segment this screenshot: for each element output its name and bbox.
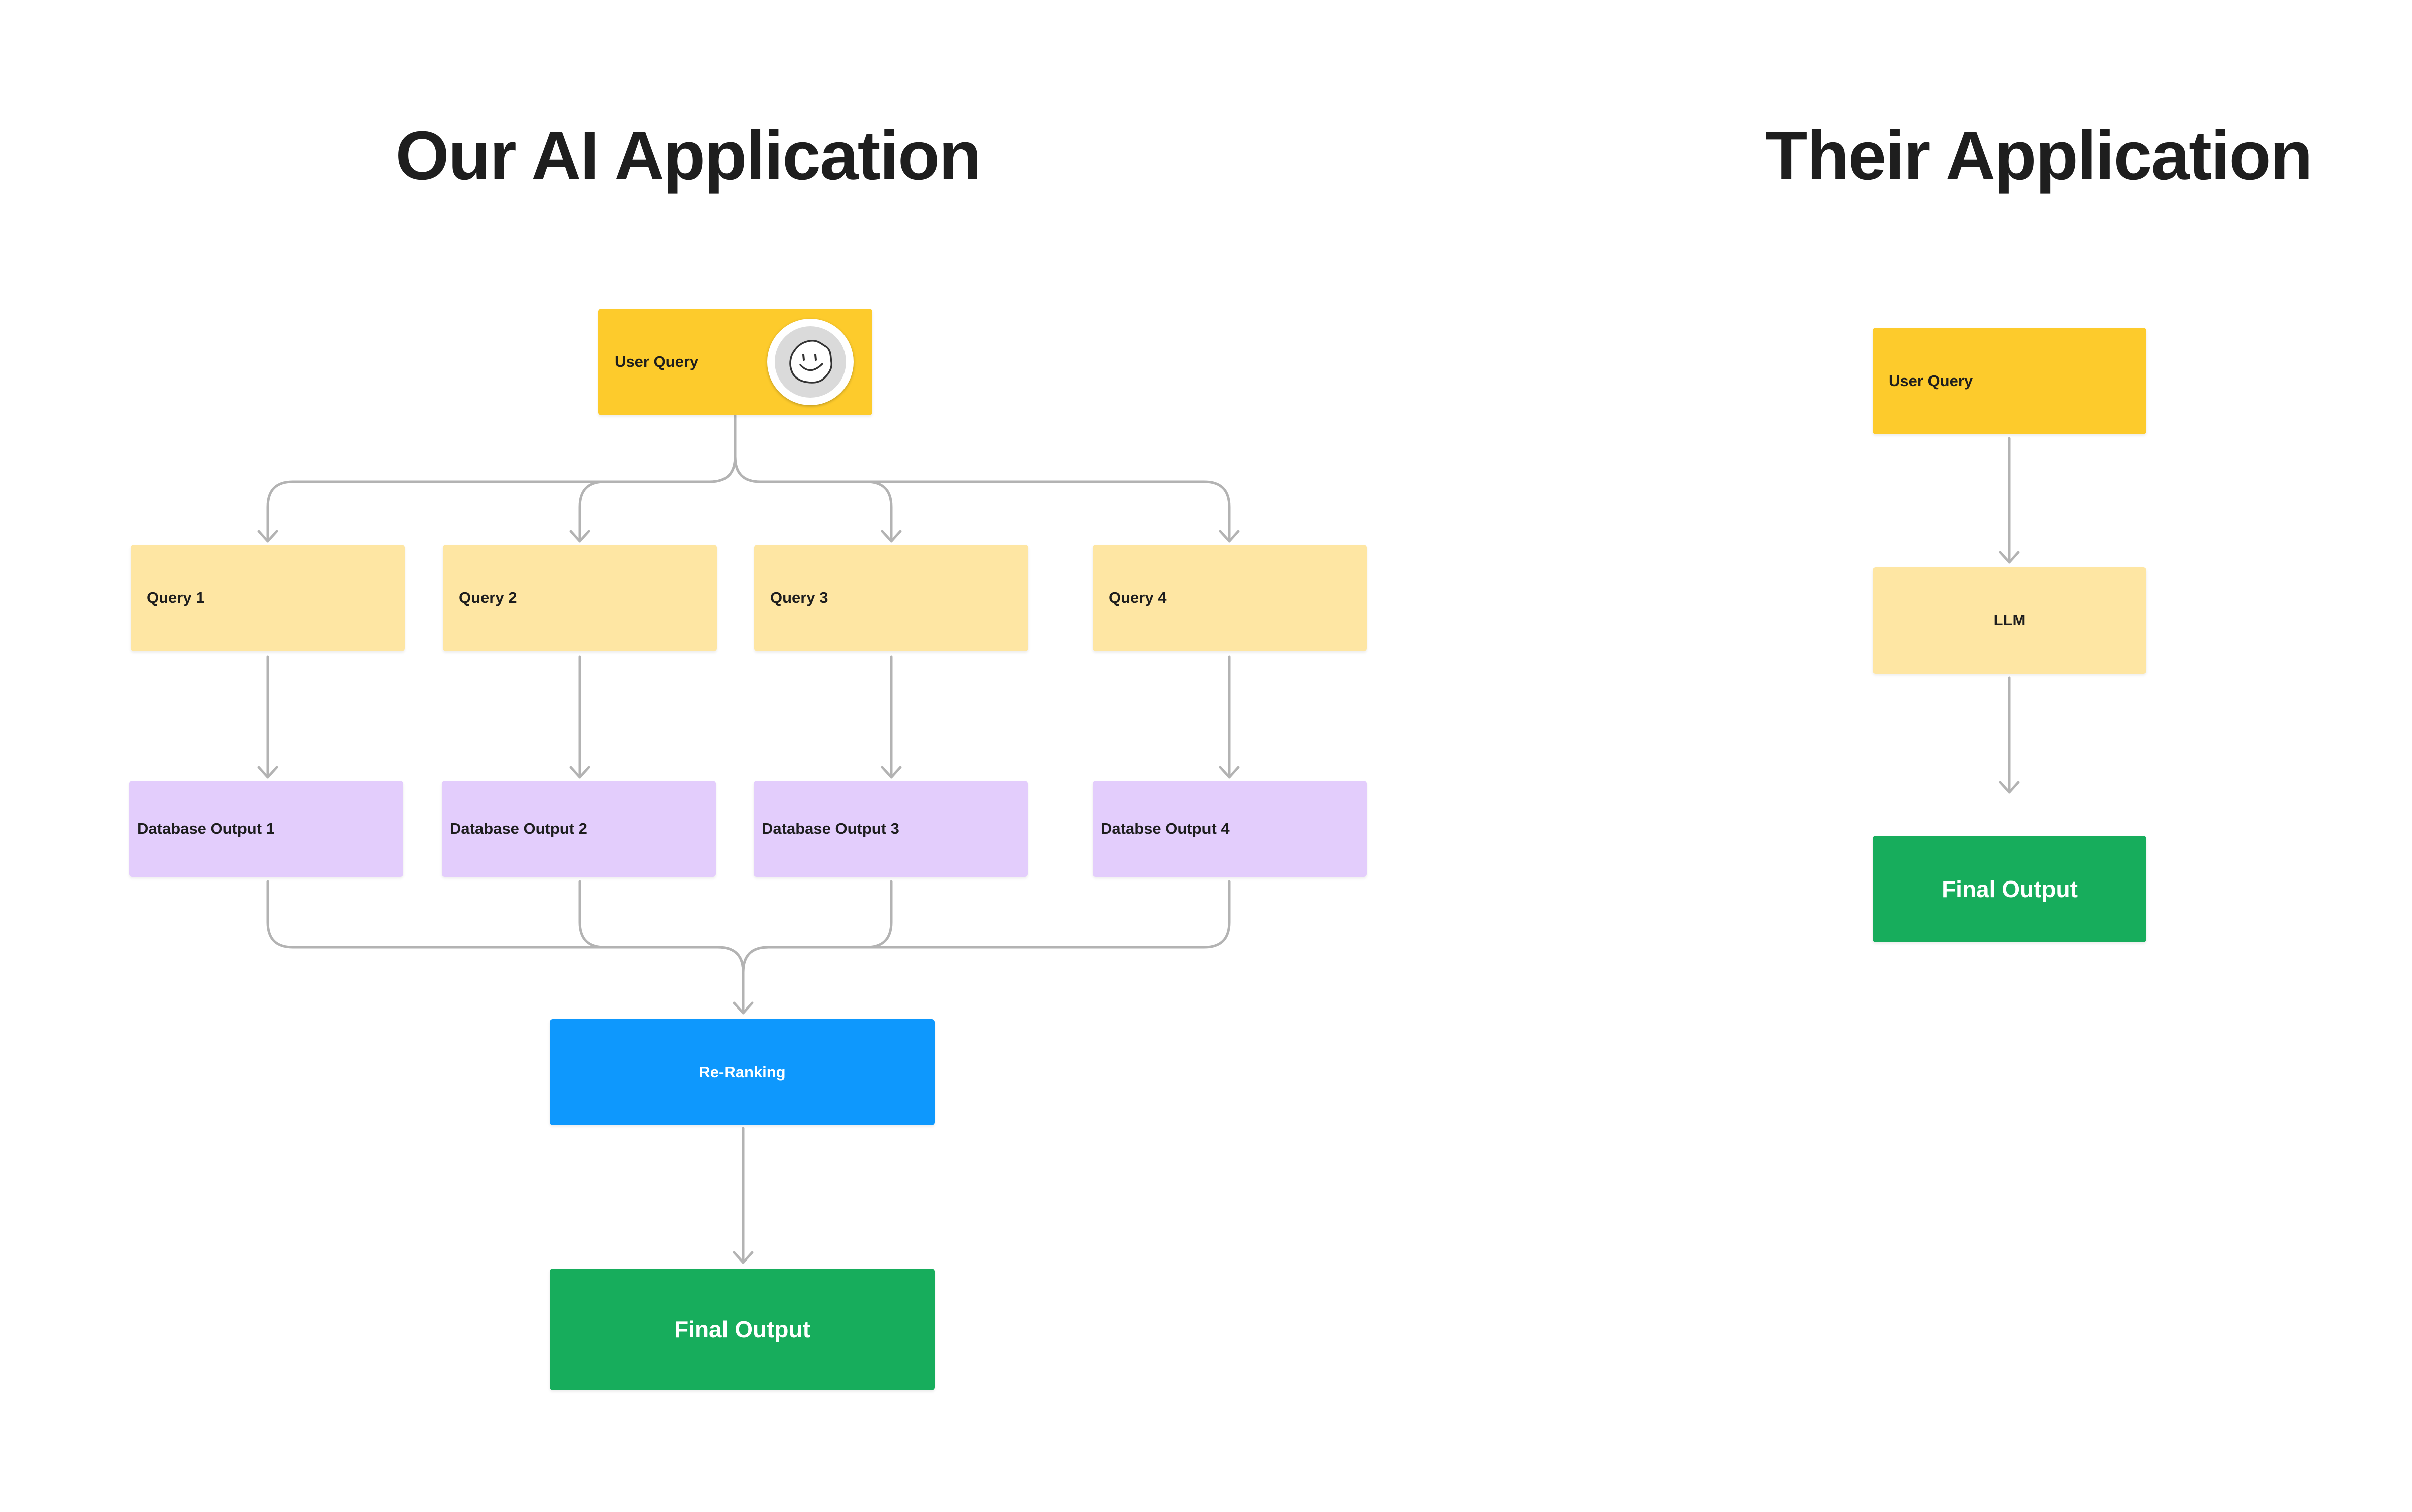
node-database-output-1-label: Database Output 1 [137,820,275,837]
node-final-output[interactable]: Final Output [550,1269,935,1390]
title-their-application: Their Application [1765,117,2313,194]
arrowhead-their-final [1999,781,2020,794]
connector-db3-to-reranking [742,880,893,974]
arrowhead-query4 [1219,530,1240,543]
node-database-output-3-label: Database Output 3 [762,820,899,837]
node-their-final-output[interactable]: Final Output [1873,836,2146,942]
arrowhead-db4 [1219,766,1240,779]
node-their-final-output-label: Final Output [1942,876,2078,902]
node-their-llm-label: LLM [1993,611,2026,629]
node-query-3-label: Query 3 [770,589,828,606]
arrowhead-db2 [569,766,590,779]
connector-userquery-to-query1 [266,414,737,543]
node-their-user-query[interactable]: User Query [1873,328,2146,434]
node-final-output-label: Final Output [674,1316,810,1342]
connector-userquery-to-query4 [734,455,1231,543]
node-query-4[interactable]: Query 4 [1093,545,1367,651]
node-user-query-label: User Query [615,353,699,370]
arrowhead-query3 [881,530,902,543]
node-database-output-4[interactable]: Databse Output 4 [1093,781,1367,877]
arrowhead-db3 [881,766,902,779]
node-query-1[interactable]: Query 1 [131,545,405,651]
node-database-output-3[interactable]: Database Output 3 [754,781,1028,877]
connector-db2-to-reranking [578,880,745,974]
arrowhead-reranking [733,1001,754,1015]
node-database-output-4-label: Databse Output 4 [1101,820,1230,837]
connector-userquery-to-query3 [734,455,893,543]
node-re-ranking[interactable]: Re-Ranking [550,1019,935,1125]
arrowhead-query2 [569,530,590,543]
arrowhead-their-llm [1999,551,2020,564]
title-our-ai-application: Our AI Application [395,117,981,194]
node-database-output-1[interactable]: Database Output 1 [129,781,403,877]
node-their-llm[interactable]: LLM [1873,567,2146,674]
connector-db4-to-reranking [742,880,1231,974]
node-query-2-label: Query 2 [459,589,517,606]
connector-userquery-to-query2 [578,455,737,543]
node-their-user-query-label: User Query [1889,372,1973,390]
node-query-2[interactable]: Query 2 [443,545,717,651]
smiley-face-avatar-icon [767,319,854,405]
node-database-output-2[interactable]: Database Output 2 [442,781,716,877]
node-query-1-label: Query 1 [147,589,205,606]
node-query-4-label: Query 4 [1109,589,1167,606]
node-query-3[interactable]: Query 3 [754,545,1028,651]
node-database-output-2-label: Database Output 2 [450,820,587,837]
arrowhead-db1 [257,766,278,779]
arrowhead-final [733,1251,754,1264]
node-re-ranking-label: Re-Ranking [699,1063,786,1081]
arrowhead-query1 [257,530,278,543]
